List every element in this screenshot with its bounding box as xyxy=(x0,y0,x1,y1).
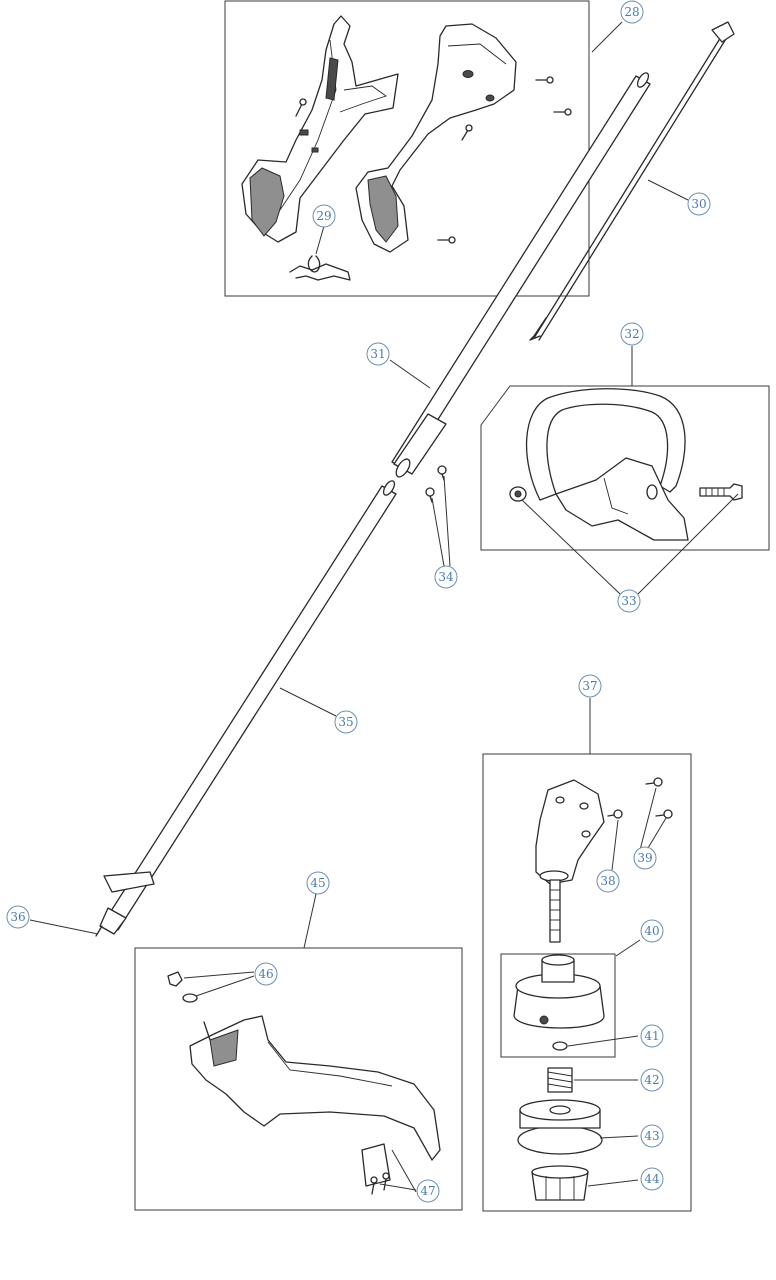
svg-text:36: 36 xyxy=(10,910,25,924)
svg-text:42: 42 xyxy=(644,1073,659,1087)
callout-43: 43 xyxy=(640,1124,664,1148)
gearbox-screws xyxy=(607,777,673,819)
svg-text:28: 28 xyxy=(624,5,639,19)
callout-33: 33 xyxy=(617,589,641,613)
leader-lines xyxy=(29,21,739,1193)
guard-wing-nut-washer xyxy=(167,971,198,1003)
callout-38: 38 xyxy=(596,869,620,893)
svg-text:30: 30 xyxy=(691,197,706,211)
spool-cover xyxy=(513,954,605,1029)
frame-guard xyxy=(134,947,463,1211)
svg-text:37: 37 xyxy=(582,679,597,693)
tap-knob xyxy=(531,1165,589,1201)
callout-39: 39 xyxy=(633,846,657,870)
handle-housing-left-half xyxy=(241,15,399,243)
callout-41: 41 xyxy=(640,1024,664,1048)
svg-text:32: 32 xyxy=(624,327,639,341)
upper-shaft-tube xyxy=(391,72,651,478)
callout-46: 46 xyxy=(254,962,278,986)
frame-spool-cover xyxy=(500,953,616,1058)
svg-text:44: 44 xyxy=(644,1172,660,1186)
callout-44: 44 xyxy=(640,1167,664,1191)
assist-handle xyxy=(509,388,743,541)
svg-text:29: 29 xyxy=(316,209,331,223)
svg-text:40: 40 xyxy=(644,924,659,938)
callout-45: 45 xyxy=(306,871,330,895)
svg-text:47: 47 xyxy=(420,1184,435,1198)
guard-bracket-screws xyxy=(361,1143,391,1195)
svg-text:43: 43 xyxy=(644,1129,659,1143)
handle-housing-right-half xyxy=(355,23,517,253)
housing-screws xyxy=(295,76,572,244)
svg-text:33: 33 xyxy=(621,594,636,608)
frame-assist-handle xyxy=(480,385,770,551)
throttle-cable xyxy=(529,21,735,341)
frame-gearbox-head xyxy=(482,753,692,1212)
callout-29: 29 xyxy=(312,204,336,228)
callout-31: 31 xyxy=(366,342,390,366)
svg-text:46: 46 xyxy=(258,967,273,981)
frame-handle-housing xyxy=(224,0,590,297)
callout-36: 36 xyxy=(6,905,30,929)
svg-text:34: 34 xyxy=(438,570,454,584)
callout-42: 42 xyxy=(640,1068,664,1092)
grass-guard xyxy=(189,1015,441,1161)
callout-30: 30 xyxy=(687,192,711,216)
lower-shaft-tube xyxy=(95,480,397,937)
spool-washer xyxy=(552,1041,568,1051)
svg-text:31: 31 xyxy=(370,347,385,361)
gearbox-head xyxy=(535,779,605,943)
line-spool xyxy=(517,1099,603,1155)
callout-47: 47 xyxy=(416,1179,440,1203)
callout-34: 34 xyxy=(434,565,458,589)
spool-spring xyxy=(547,1067,573,1093)
callout-28: 28 xyxy=(620,0,644,24)
shaft-screws xyxy=(425,465,447,503)
svg-text:45: 45 xyxy=(310,876,325,890)
svg-text:38: 38 xyxy=(600,874,615,888)
svg-text:41: 41 xyxy=(644,1029,659,1043)
callout-37: 37 xyxy=(578,674,602,698)
callout-32: 32 xyxy=(620,322,644,346)
svg-text:35: 35 xyxy=(338,715,353,729)
callout-35: 35 xyxy=(334,710,358,734)
throttle-spring-clip xyxy=(289,255,351,281)
callout-40: 40 xyxy=(640,919,664,943)
svg-text:39: 39 xyxy=(637,851,652,865)
